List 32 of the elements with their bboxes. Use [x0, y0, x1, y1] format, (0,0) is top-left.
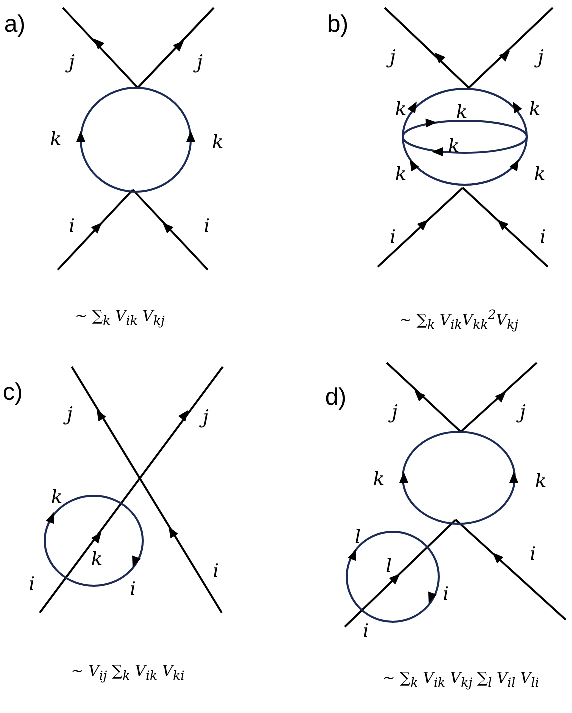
index-label: k — [456, 104, 468, 122]
index-label: i — [204, 218, 210, 236]
index-label: i — [28, 576, 36, 594]
index-label: i — [390, 228, 396, 248]
index-label: k — [51, 488, 63, 508]
index-label: l — [386, 558, 392, 576]
index-label: i — [442, 586, 450, 604]
index-label: i — [362, 622, 370, 642]
index-label: k — [529, 100, 541, 120]
formula: ~ ∑$_{k}$ V$_{ik}$ V$_{kj}$ — [75, 308, 165, 328]
index-label: k — [395, 100, 407, 120]
index-label: i — [530, 546, 536, 564]
index-label: i — [212, 562, 220, 582]
index-label: i — [130, 580, 136, 600]
formula: ~ ∑$_{k}$ V$_{ik}$ V$_{kj}$ ∑$_{l}$ V$_{il}$ V$_{li}$ — [382, 670, 540, 690]
panel-label: d) — [325, 386, 347, 410]
index-label: k — [534, 166, 546, 184]
index-label: i — [68, 218, 76, 236]
index-label: k — [448, 138, 460, 156]
index-label: k — [395, 166, 407, 184]
index-label: k — [91, 550, 103, 570]
index-label: l — [354, 528, 362, 548]
panel-label: a) — [4, 13, 26, 37]
panel-label: c) — [3, 381, 23, 405]
formula: ~ ∑$_{k}$ V$_{ik}$V$_{kk}$$^{2}$V$_{kj}$ — [399, 308, 519, 332]
index-label: i — [540, 228, 546, 248]
formula: ~ V$_{ij}$ ∑$_{k}$ V$_{ik}$ V$_{ki}$ — [71, 664, 185, 682]
index-label: k — [212, 134, 224, 152]
index-label: k — [373, 470, 385, 490]
index-label: k — [50, 130, 62, 150]
panel-label: b) — [327, 13, 349, 37]
index-label: k — [535, 472, 547, 492]
